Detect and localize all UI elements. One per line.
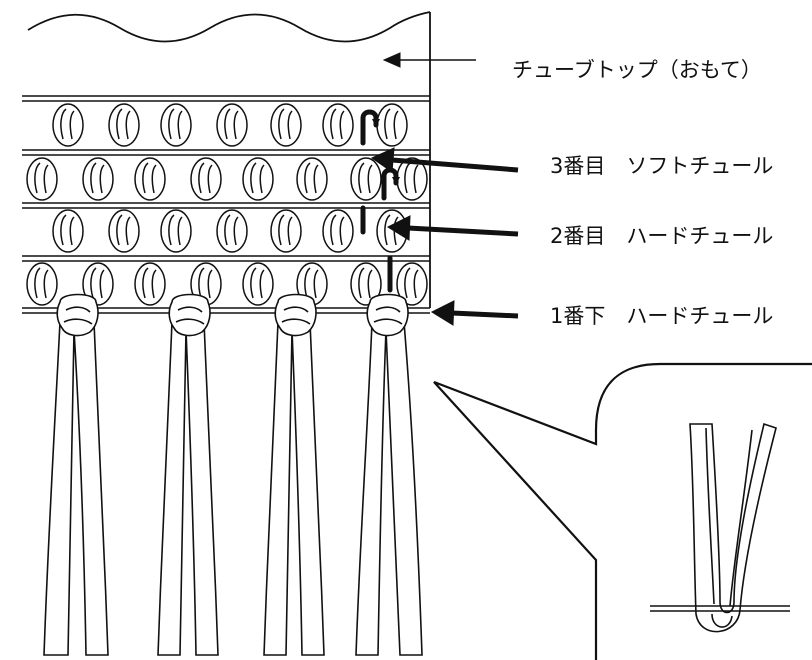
- tulle-loop: [270, 103, 302, 147]
- tulle-loop-fold: [330, 108, 345, 140]
- tulle-loop-fold: [60, 108, 75, 140]
- hanging-strands: [43, 321, 423, 656]
- tulle-loop: [108, 209, 140, 253]
- tulle-loop-fold: [198, 267, 213, 299]
- tulle-loop: [216, 103, 248, 147]
- tulle-loop-fold: [304, 162, 319, 194]
- tulle-loop-fold: [142, 267, 157, 299]
- tulle-loop-fold: [142, 162, 157, 194]
- tulle-loop: [190, 157, 222, 201]
- tulle-loop-fold: [358, 267, 373, 299]
- tulle-loop: [376, 103, 408, 147]
- tulle-loop: [134, 157, 166, 201]
- tulle-loop-fold: [384, 108, 399, 140]
- tulle-loop-fold: [278, 108, 293, 140]
- tulle-loop: [296, 157, 328, 201]
- tube-top-fabric: [27, 11, 431, 308]
- label-row1: 1番下 ハードチュール: [550, 304, 773, 328]
- tulle-loop: [52, 209, 84, 253]
- detail-callout: [433, 362, 812, 660]
- tulle-loop-fold: [278, 214, 293, 246]
- tulle-loop: [322, 103, 354, 147]
- tulle-loop-fold: [224, 214, 239, 246]
- tulle-loop-fold: [116, 108, 131, 140]
- label-top: チューブトップ（おもて）: [512, 58, 762, 82]
- tulle-loop: [160, 209, 192, 253]
- tulle-loop: [26, 157, 58, 201]
- arrow-row2: [407, 225, 519, 237]
- tulle-loop-fold: [250, 267, 265, 299]
- tulle-loop-fold: [34, 162, 49, 194]
- tulle-loops: [26, 103, 428, 306]
- tulle-loop-fold: [34, 267, 49, 299]
- arrow-row1: [451, 310, 519, 319]
- tulle-loop-fold: [60, 214, 75, 246]
- tulle-loop-fold: [304, 267, 319, 299]
- tulle-loop-fold: [224, 108, 239, 140]
- tulle-loop-fold: [330, 214, 345, 246]
- tulle-loop: [134, 262, 166, 306]
- detail-loop-illustration: [650, 422, 790, 633]
- tulle-loop: [82, 157, 114, 201]
- tulle-loop: [52, 103, 84, 147]
- tulle-loop-fold: [358, 162, 373, 194]
- pointer-arrows: [370, 52, 519, 326]
- label-row3: 3番目 ソフトチュール: [550, 154, 773, 178]
- tulle-loop: [216, 209, 248, 253]
- tulle-loop: [350, 262, 382, 306]
- arrow-row3: [391, 157, 519, 173]
- tulle-loop-fold: [168, 108, 183, 140]
- tulle-loop: [322, 209, 354, 253]
- label-row2: 2番目 ハードチュール: [550, 224, 773, 248]
- tulle-loop: [82, 262, 114, 306]
- tulle-loop: [160, 103, 192, 147]
- knots: [56, 293, 409, 337]
- tulle-loop: [350, 157, 382, 201]
- tulle-loop: [396, 262, 428, 306]
- tulle-loop-fold: [168, 214, 183, 246]
- tulle-loop-fold: [116, 214, 131, 246]
- tulle-loop-fold: [90, 162, 105, 194]
- tulle-loop: [242, 157, 274, 201]
- tulle-loop-fold: [198, 162, 213, 194]
- tulle-loop: [26, 262, 58, 306]
- tulle-loop-fold: [404, 162, 419, 194]
- tulle-loop-fold: [250, 162, 265, 194]
- tulle-loop: [242, 262, 274, 306]
- tulle-loop-fold: [90, 267, 105, 299]
- tulle-loop: [270, 209, 302, 253]
- tulle-loop-fold: [404, 267, 419, 299]
- tulle-loop: [108, 103, 140, 147]
